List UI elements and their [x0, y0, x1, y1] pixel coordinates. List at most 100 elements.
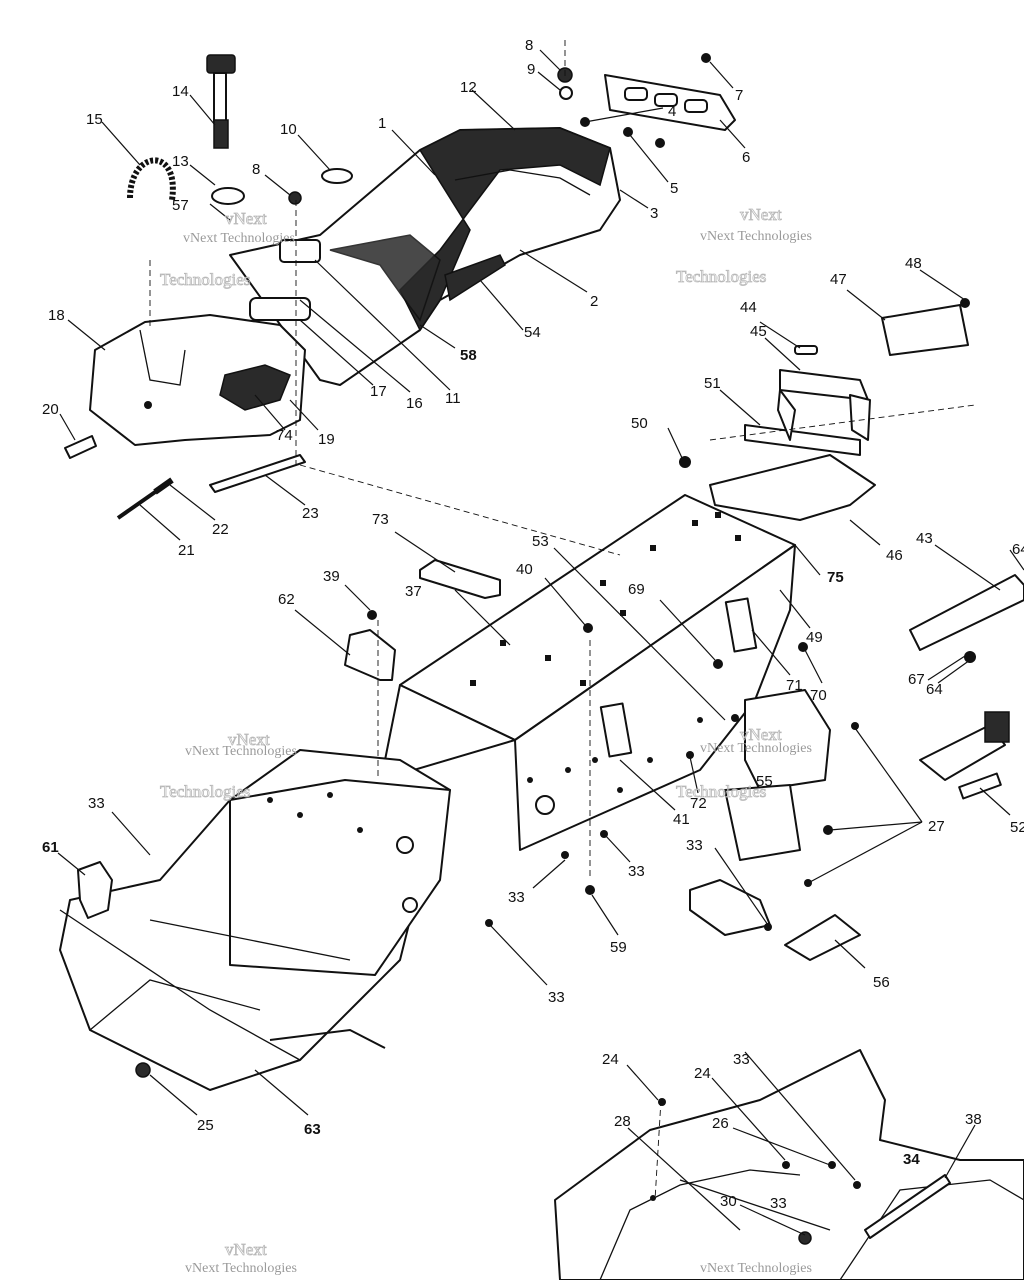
callouts: 1 2 3 4 5 6 7 8 8 9 10 11 12 13 14 15 16…: [42, 37, 1024, 1212]
callout-34: 34: [903, 1151, 920, 1168]
svg-text:vNext: vNext: [228, 730, 270, 749]
pad-52-part: [958, 772, 1002, 800]
svg-text:vNext: vNext: [740, 205, 782, 224]
callout-19: 19: [318, 431, 335, 448]
callout-14: 14: [172, 83, 189, 100]
bracket-55b-part: [724, 784, 801, 861]
callout-74: 74: [276, 427, 293, 444]
callout-71: 71: [786, 677, 803, 694]
callout-17: 17: [370, 383, 387, 400]
bracket-61-part: [77, 861, 113, 919]
callout-55: 55: [756, 773, 773, 790]
callout-20: 20: [42, 401, 59, 418]
bolt-25-part: [135, 1062, 151, 1078]
callout-9: 9: [527, 61, 535, 78]
taillight-lens-part: [604, 74, 736, 131]
callout-11: 11: [445, 390, 461, 407]
callout-33g: 33: [770, 1195, 787, 1212]
rail-43-part: [909, 574, 1024, 651]
pad-56-part: [784, 914, 861, 961]
callout-25: 25: [197, 1117, 214, 1134]
callout-3: 3: [650, 205, 658, 222]
callout-6: 6: [742, 149, 750, 166]
callout-21: 21: [178, 542, 195, 559]
svg-text:vNext: vNext: [225, 209, 267, 228]
callout-33b: 33: [548, 989, 565, 1006]
fitting-22-part: [153, 477, 174, 495]
callout-75: 75: [827, 569, 844, 586]
svg-text:Technologies: Technologies: [676, 782, 766, 801]
mount-33-part: [689, 879, 771, 936]
bracket-62-part: [344, 629, 396, 681]
fuel-hose-part: [127, 157, 176, 201]
bracket-72-part: [599, 702, 633, 758]
watermark-bottom-left: vNext vNext Technologies: [185, 1240, 297, 1276]
bar-63-part: [269, 1028, 386, 1049]
bracket-51-part: [744, 424, 861, 456]
svg-text:vNext Technologies: vNext Technologies: [185, 744, 297, 759]
callout-28: 28: [614, 1113, 631, 1130]
callout-64a: 64: [926, 681, 943, 698]
washer-10-part: [321, 168, 353, 184]
callout-50: 50: [631, 415, 648, 432]
callout-49: 49: [806, 629, 823, 646]
callout-51: 51: [704, 375, 721, 392]
callout-22: 22: [212, 521, 229, 538]
callout-40: 40: [516, 561, 533, 578]
callout-4: 4: [668, 103, 676, 120]
callout-61: 61: [42, 839, 59, 856]
callout-43: 43: [916, 530, 933, 547]
bracket-71-part: [724, 597, 758, 653]
callout-63: 63: [304, 1121, 321, 1138]
callout-27: 27: [928, 818, 945, 835]
callout-69: 69: [628, 581, 645, 598]
callout-18: 18: [48, 307, 65, 324]
alignment-lines: [149, 40, 976, 1201]
watermark-top-left: vNext vNext Technologies Technologies: [160, 209, 295, 290]
callout-48: 48: [905, 255, 922, 272]
callout-37: 37: [405, 583, 422, 600]
tunnel-frame-part: [379, 494, 796, 851]
clip-44-part: [794, 345, 818, 355]
callout-54: 54: [524, 324, 541, 341]
svg-text:vNext Technologies: vNext Technologies: [185, 1261, 297, 1276]
callout-1: 1: [378, 115, 386, 132]
svg-text:vNext Technologies: vNext Technologies: [183, 231, 295, 246]
callout-2: 2: [590, 293, 598, 310]
callout-15: 15: [86, 111, 103, 128]
callout-72: 72: [690, 795, 707, 812]
callout-8a: 8: [525, 37, 533, 54]
callout-16: 16: [406, 395, 423, 412]
svg-text:vNext Technologies: vNext Technologies: [700, 229, 812, 244]
fuel-gauge-part: [206, 54, 236, 149]
callout-23: 23: [302, 505, 319, 522]
rod-21-part: [116, 488, 160, 520]
callout-53: 53: [532, 533, 549, 550]
callout-33c: 33: [508, 889, 525, 906]
callout-24b: 24: [694, 1065, 711, 1082]
bracket-73-part: [419, 559, 501, 599]
washer-9-part: [559, 86, 573, 100]
callout-38: 38: [965, 1111, 982, 1128]
callout-59: 59: [610, 939, 627, 956]
callout-33f: 33: [733, 1051, 750, 1068]
callout-7: 7: [735, 87, 743, 104]
svg-text:Technologies: Technologies: [676, 267, 766, 286]
callout-67: 67: [908, 671, 925, 688]
flap-47-part: [881, 304, 969, 356]
callout-12: 12: [460, 79, 477, 96]
fasteners: [367, 53, 976, 1201]
watermark-top-right: vNext vNext Technologies Technologies: [676, 205, 812, 287]
strap-23-part: [209, 454, 306, 493]
fuel-tank-part: [89, 314, 306, 446]
callout-10: 10: [280, 121, 297, 138]
rack-base-46-part: [709, 454, 876, 521]
clamp-64-part: [984, 711, 1010, 743]
callout-56: 56: [873, 974, 890, 991]
washer-13-part: [211, 187, 245, 205]
callout-13: 13: [172, 153, 189, 170]
bulkhead-63-part: [59, 749, 451, 1091]
watermark-middle-left: vNext vNext Technologies Technologies: [160, 730, 297, 802]
watermark-bottom-right: vNext Technologies: [700, 1261, 812, 1276]
